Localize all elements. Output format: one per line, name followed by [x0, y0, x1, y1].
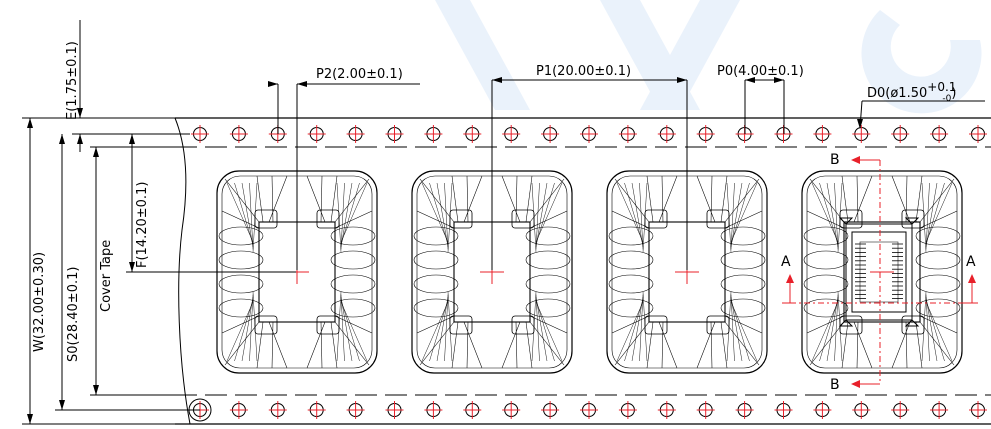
section-a-line: [782, 274, 978, 304]
sprocket-hole: [696, 401, 715, 419]
sprocket-hole: [969, 401, 987, 419]
watermark-logo: [435, 0, 982, 114]
label-p0: P0(4.00±0.1): [717, 64, 804, 79]
sprocket-hole: [618, 401, 637, 419]
tape-body: [174, 117, 991, 425]
sprocket-hole: [657, 401, 676, 419]
sprocket-hole: [735, 401, 754, 419]
sprocket-hole: [891, 401, 910, 419]
label-s0: S0(28.40±0.1): [66, 267, 81, 362]
sprocket-hole: [463, 125, 482, 143]
sprocket-hole: [852, 125, 871, 143]
dim-e: [72, 20, 190, 152]
dim-p0: [744, 77, 785, 134]
sprocket-hole: [930, 125, 949, 143]
dim-w: [22, 117, 190, 425]
dim-s0: [55, 134, 200, 411]
component-pockets: [216, 170, 963, 374]
sprocket-hole: [346, 401, 365, 419]
sprocket-hole: [541, 125, 560, 143]
sprocket-hole: [307, 401, 326, 419]
label-w: W(32.00±0.30): [32, 252, 47, 352]
dim-f: [126, 134, 296, 273]
sprocket-hole: [969, 125, 987, 143]
dim-d0: [857, 100, 985, 129]
section-b-line: [851, 156, 881, 388]
sprocket-hole: [424, 401, 443, 419]
section-marker-a-right: A: [966, 254, 976, 270]
sprocket-hole: [618, 125, 637, 143]
sprocket-hole: [229, 401, 248, 419]
sprocket-hole: [657, 125, 676, 143]
sprocket-hole: [580, 125, 598, 143]
label-d0: D0(ø1.50+0.1-0): [867, 80, 956, 104]
sprocket-hole: [891, 125, 910, 143]
sprocket-hole: [424, 125, 443, 143]
sprocket-hole: [502, 401, 521, 419]
section-marker-a-left: A: [781, 254, 791, 270]
sprocket-hole: [580, 401, 598, 419]
sprocket-hole: [930, 401, 949, 419]
sprocket-hole: [268, 401, 287, 419]
label-f: F(14.20±0.1): [135, 182, 150, 268]
dim-p2: [268, 81, 420, 270]
sprocket-hole: [813, 401, 832, 419]
dim-p1: [491, 77, 688, 270]
section-marker-b-bottom: B: [830, 377, 840, 393]
sprocket-hole: [463, 401, 482, 419]
sprocket-holes-top: [191, 125, 987, 143]
sprocket-hole: [813, 125, 832, 143]
connector-component: [838, 217, 920, 327]
sprocket-hole: [307, 125, 326, 143]
sprocket-hole: [852, 401, 871, 419]
label-p1: P1(20.00±0.1): [536, 64, 631, 79]
section-marker-b-top: B: [830, 152, 840, 168]
label-cover-tape: Cover Tape: [99, 240, 114, 312]
pocket: [801, 170, 963, 374]
sprocket-hole: [229, 125, 248, 143]
sprocket-hole: [774, 401, 793, 419]
sprocket-hole: [541, 401, 560, 419]
sprocket-hole: [385, 125, 404, 143]
sprocket-hole: [346, 125, 365, 143]
dim-cover-tape: [90, 146, 180, 396]
label-p2: P2(2.00±0.1): [316, 67, 403, 82]
sprocket-hole: [191, 125, 209, 143]
sprocket-hole: [696, 125, 715, 143]
sprocket-hole: [502, 125, 521, 143]
sprocket-hole: [385, 401, 404, 419]
label-e: E(1.75±0.1): [65, 41, 80, 120]
sprocket-holes-bottom: [188, 398, 987, 422]
